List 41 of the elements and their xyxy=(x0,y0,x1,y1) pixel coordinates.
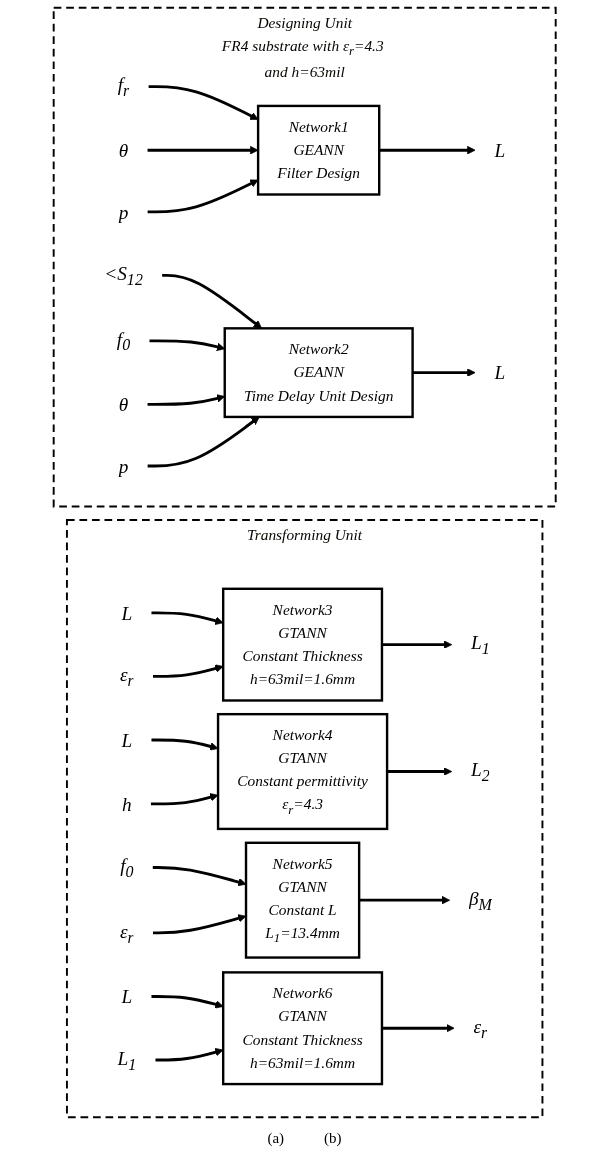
node-box: Network3 GTANN Constant Thickness h=63mil=1.6mm xyxy=(221,587,383,702)
node-box: Network2 GEANN Time Delay Unit Design xyxy=(223,327,414,419)
arrow xyxy=(151,995,224,1009)
arrow xyxy=(358,895,450,905)
node-text: ε$_{r}$ xyxy=(119,663,134,690)
arrow xyxy=(379,145,476,155)
arrow xyxy=(151,611,224,625)
node-box: Network4 GTANN Constant permittivity ε$_{r}$=4.3 xyxy=(216,712,389,831)
arrow xyxy=(149,339,225,351)
node-text: L xyxy=(494,139,505,161)
arrow xyxy=(381,1024,455,1033)
arrow xyxy=(412,368,476,377)
node-text: L xyxy=(121,985,133,1008)
arrow xyxy=(147,416,260,468)
node-text: h xyxy=(121,793,132,815)
node-text: f$_{0}$ xyxy=(116,328,131,355)
node-box: Network1 GEANN Filter Design xyxy=(256,104,381,196)
node-text: ε$_{r}$ xyxy=(119,920,134,947)
node-text: ε$_{r}$ xyxy=(473,1015,488,1042)
node-box: Network6 GTANN Constant Thickness h=63mil=1.6mm xyxy=(221,971,383,1086)
node-text: f$_{r}$ xyxy=(117,74,130,101)
node-text: L$_{1}$ xyxy=(117,1047,137,1074)
arrow xyxy=(386,767,452,776)
node-text: β$_{M}$ xyxy=(468,887,492,914)
node-text: L$_{1}$ xyxy=(470,632,490,659)
arrow xyxy=(161,273,262,329)
node-text: L xyxy=(121,602,133,624)
arrow xyxy=(152,664,224,678)
arrow xyxy=(155,1047,224,1062)
node-text: L$_{2}$ xyxy=(470,759,490,786)
arrow xyxy=(147,394,225,406)
arrow xyxy=(381,640,452,649)
panel-label: (b) xyxy=(324,1130,342,1147)
node-text: θ xyxy=(118,139,129,161)
node-text: θ xyxy=(118,393,129,415)
node-box: Network5 GTANN Constant L L$_{1}$=13.4mm xyxy=(244,841,361,959)
node-text: L xyxy=(494,362,505,384)
node-text: <S$_{12}$ xyxy=(104,262,143,289)
panel-label: (a) xyxy=(267,1130,285,1147)
node-text: f$_{0}$ xyxy=(119,854,134,881)
node-text: L xyxy=(121,729,133,751)
